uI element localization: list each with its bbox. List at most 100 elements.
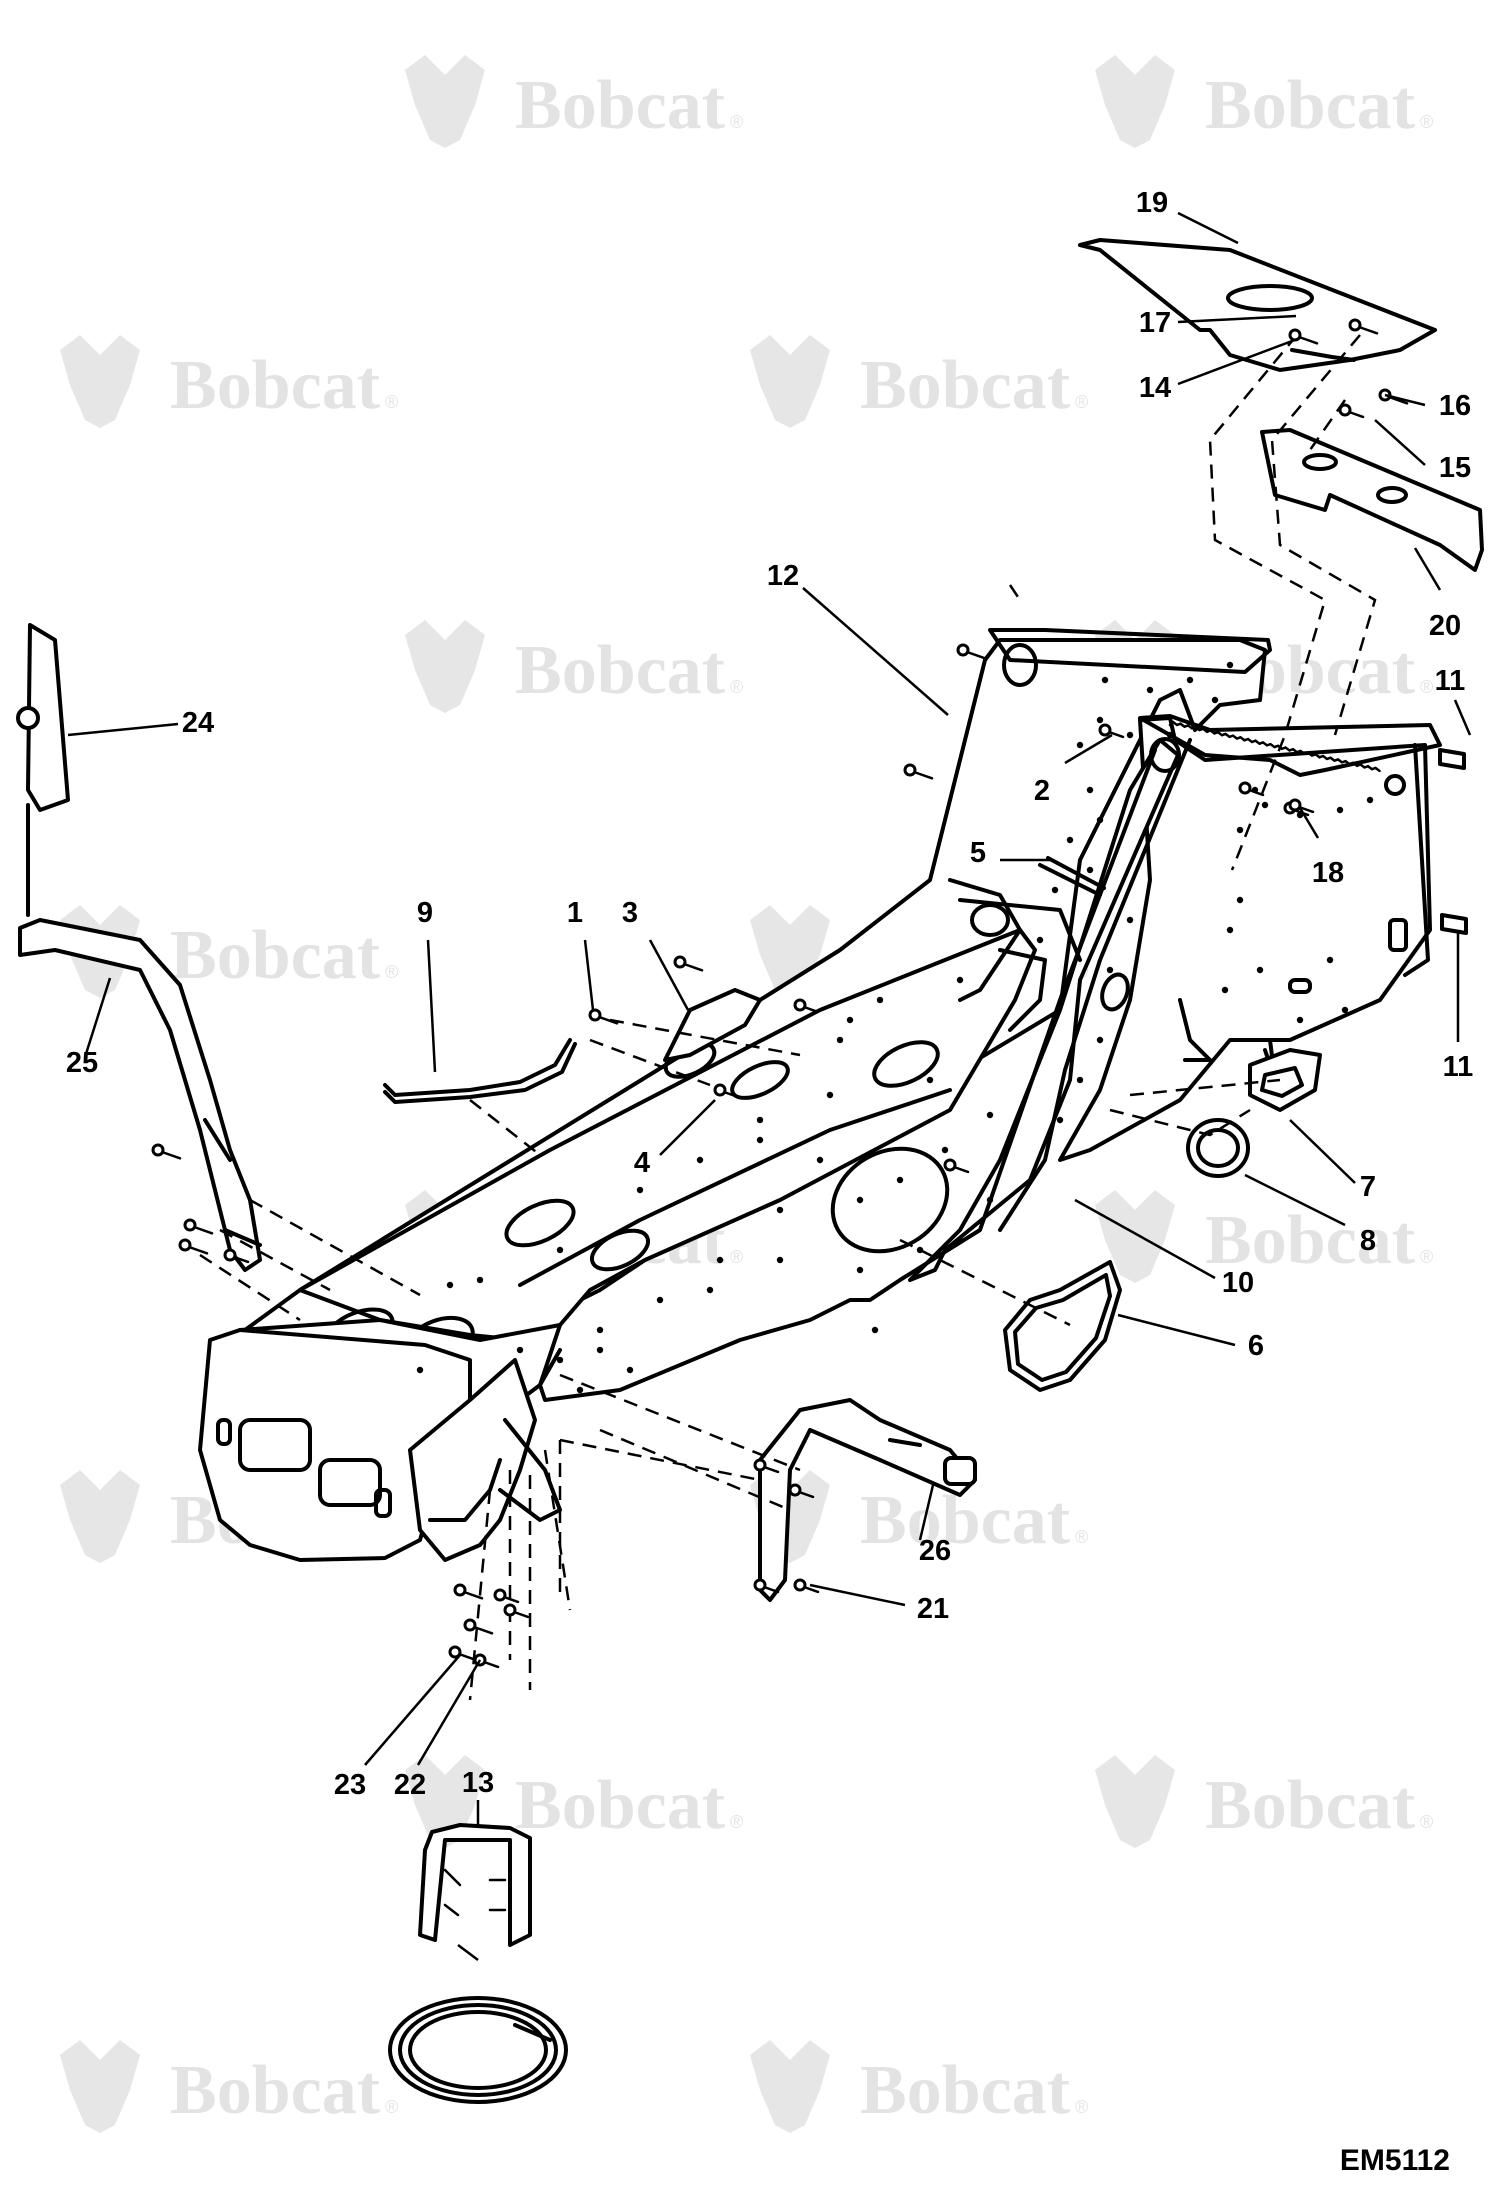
part-13-edge-trim [418,1823,532,1961]
bolt-icon [448,1645,475,1661]
part-13-coil [388,1996,568,2104]
callout-21: 21 [917,1593,949,1625]
watermark-bobcat: Bobcat® [750,335,1088,428]
rivet-hole [556,1246,564,1254]
part-11-clip [1440,913,1468,935]
bolt-icon [753,1578,780,1594]
part-25-rail [18,918,262,1272]
watermark-registered-mark: ® [1075,392,1088,412]
bolt-icon [943,1158,970,1174]
watermark-brand-text: Bobcat [515,632,725,709]
watermark-registered-mark: ® [730,1812,743,1832]
rivet-hole [596,1346,604,1354]
callout-9: 9 [417,897,433,929]
part-8-grommet [1186,1118,1250,1178]
callout-13: 13 [462,1767,494,1799]
callout-23: 23 [334,1769,366,1801]
bolt-icon [1238,781,1265,797]
bobcat-logo-icon [60,2040,140,2133]
callout-11-top: 11 [1435,665,1466,697]
rivet-hole [1096,716,1104,724]
rivet-hole [706,1286,714,1294]
rivet-hole [1221,986,1229,994]
watermark-registered-mark: ® [385,392,398,412]
watermark-brand-text: Bobcat [1205,1202,1415,1279]
watermark-registered-mark: ® [1420,112,1433,132]
rivet-hole [556,1356,564,1364]
rivet-hole [876,996,884,1004]
watermark-bobcat: Bobcat® [60,2040,398,2133]
rivet-hole [1186,676,1194,684]
main-frame-part-12 [198,628,1442,1562]
rivet-hole [1101,676,1109,684]
rivet-hole [1261,801,1269,809]
bobcat-logo-icon [1095,1190,1175,1283]
rivet-hole [516,1346,524,1354]
rivet-hole [1096,1036,1104,1044]
rivet-hole [1126,916,1134,924]
watermark-brand-text: Bobcat [170,917,380,994]
bolt-icon [1348,318,1379,335]
watermark-registered-mark: ® [730,677,743,697]
bolt-icon [453,1583,484,1600]
rivet-hole [656,1296,664,1304]
rivet-hole [626,1366,634,1374]
rivet-hole [776,1206,784,1214]
bolt-icon [151,1143,182,1160]
bolt-icon [713,1083,740,1099]
rivet-hole [1076,741,1084,749]
watermark-registered-mark: ® [385,2097,398,2117]
watermark-bobcat: Bobcat® [1095,55,1433,148]
rivet-hole [986,1196,994,1204]
rivet-hole [1166,731,1174,739]
alignment-lines [199,334,1377,1701]
rivet-hole [716,1256,724,1264]
rivet-hole [941,1146,949,1154]
callout-15: 15 [1439,452,1471,484]
bobcat-logo-icon [1095,55,1175,148]
part-19-plate [1078,238,1437,372]
bolt-icon [493,1588,520,1604]
watermark-registered-mark: ® [730,1247,743,1267]
rivet-hole [1366,796,1374,804]
part-5-pin [1038,856,1106,897]
rivet-hole [1226,661,1234,669]
bolt-icon [673,955,704,972]
callout-4: 4 [634,1147,650,1179]
rivet-hole [476,1276,484,1284]
rivet-hole [856,1266,864,1274]
fasteners [151,318,1468,1669]
rivet-hole [1106,966,1114,974]
rivet-hole [1341,1006,1349,1014]
callout-14: 14 [1139,372,1171,404]
rivet-hole [1066,836,1074,844]
callout-16: 16 [1439,390,1471,422]
watermark-registered-mark: ® [385,962,398,982]
drawing-code: EM5112 [1340,2144,1450,2177]
watermark-brand-text: Bobcat [515,67,725,144]
callout-6: 6 [1248,1330,1264,1362]
bolt-icon [1098,723,1125,739]
callout-1: 1 [567,897,583,929]
rivet-hole [756,1136,764,1144]
bolt-icon [503,1603,530,1619]
rivet-hole [1226,926,1234,934]
rivet-hole [896,1176,904,1184]
bolt-icon [793,1578,820,1594]
watermark-bobcat: Bobcat® [1095,1190,1433,1283]
callout-25: 25 [66,1047,98,1079]
watermark-bobcat: Bobcat® [60,335,398,428]
watermark-brand-text: Bobcat [170,347,380,424]
rivet-hole [1076,1076,1084,1084]
watermark-registered-mark: ® [1075,2097,1088,2117]
bolt-icon [956,643,987,660]
watermark-brand-text: Bobcat [860,2052,1070,2129]
bobcat-logo-icon [750,335,830,428]
watermark-registered-mark: ® [1420,677,1433,697]
rivet-hole [1236,826,1244,834]
rivet-hole [1126,731,1134,739]
callout-24: 24 [182,707,214,739]
watermark-bobcat: Bobcat® [1095,1755,1433,1848]
rivet-hole [696,1156,704,1164]
